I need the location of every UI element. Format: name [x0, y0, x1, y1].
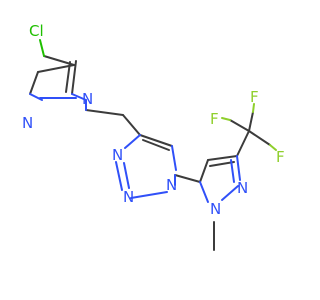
bond-c-c: [207, 155, 238, 161]
atom-nitrogen: N: [123, 188, 134, 206]
bond-c-c: [85, 109, 124, 116]
bond-c-c: [229, 119, 250, 132]
bond-c-c: [37, 64, 75, 73]
atom-chlorine: Cl: [29, 22, 44, 40]
bond-n: [130, 191, 168, 199]
bond-n: [29, 93, 43, 101]
bond-c-c: [29, 71, 39, 95]
atom-fluorine: F: [250, 88, 259, 106]
atom-nitrogen: N: [237, 179, 248, 197]
bond-c-c: [139, 134, 173, 147]
atom-fluorine: F: [210, 110, 219, 128]
bond-c-c: [209, 161, 235, 167]
bond-c-c: [122, 114, 141, 136]
bond-c-c: [71, 60, 77, 95]
atom-nitrogen: N: [210, 200, 221, 218]
nitrogen-bonds: [29, 93, 241, 203]
bond-n: [199, 181, 209, 203]
bond-c-f: [269, 144, 277, 151]
bond-c-c: [142, 139, 170, 151]
bond-n: [115, 161, 123, 191]
atom-nitrogen: N: [82, 90, 93, 108]
bond-n: [236, 155, 241, 181]
bond-c-c: [248, 111, 254, 132]
carbon-bonds: [29, 55, 271, 251]
bond-n: [221, 185, 239, 201]
bond-n: [71, 93, 87, 101]
bond-n: [124, 134, 141, 149]
bond-c-f: [221, 117, 231, 121]
bond-n: [123, 162, 130, 189]
bond-c-c: [248, 130, 271, 146]
bond-c-c: [236, 130, 250, 157]
bond-c-c: [65, 61, 71, 93]
bond-c-f: [252, 103, 255, 113]
bond-c-cl: [39, 39, 45, 57]
halogen-bonds: [39, 39, 277, 151]
bond-c-c: [199, 159, 209, 183]
bond-n: [230, 159, 235, 183]
atom-nitrogen: N: [22, 114, 33, 132]
canvas-background: [0, 0, 300, 300]
atom-nitrogen: N: [166, 176, 177, 194]
bond-c-c: [174, 174, 201, 183]
molecule-structure: Cl N N N N N N N F F F: [0, 0, 300, 300]
atom-nitrogen: N: [112, 146, 123, 164]
atom-fluorine: F: [276, 148, 285, 166]
bond-n: [171, 145, 177, 171]
